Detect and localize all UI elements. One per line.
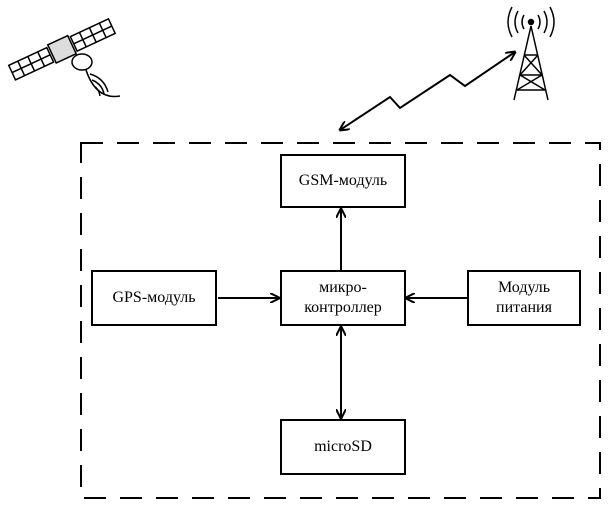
gps-module-label: GPS-модуль bbox=[112, 289, 196, 306]
microcontroller-block: микро- контроллер bbox=[280, 270, 406, 326]
device-boundary bbox=[80, 142, 601, 499]
wireless-link bbox=[340, 52, 515, 130]
power-module-label-line1: Модуль bbox=[497, 279, 551, 296]
satellite-icon bbox=[7, 17, 121, 98]
gsm-module-label: GSM-модуль bbox=[298, 172, 388, 189]
microsd-block: microSD bbox=[280, 419, 406, 475]
microcontroller-label-line1: микро- bbox=[319, 279, 367, 296]
power-module-block: Модуль питания bbox=[467, 270, 581, 326]
microsd-label: microSD bbox=[314, 438, 372, 455]
power-module-label-line2: питания bbox=[496, 299, 552, 316]
gps-module-block: GPS-модуль bbox=[91, 270, 217, 326]
cell-tower-icon bbox=[507, 6, 555, 101]
gsm-module-block: GSM-модуль bbox=[280, 154, 406, 208]
microcontroller-label-line2: контроллер bbox=[304, 299, 382, 316]
